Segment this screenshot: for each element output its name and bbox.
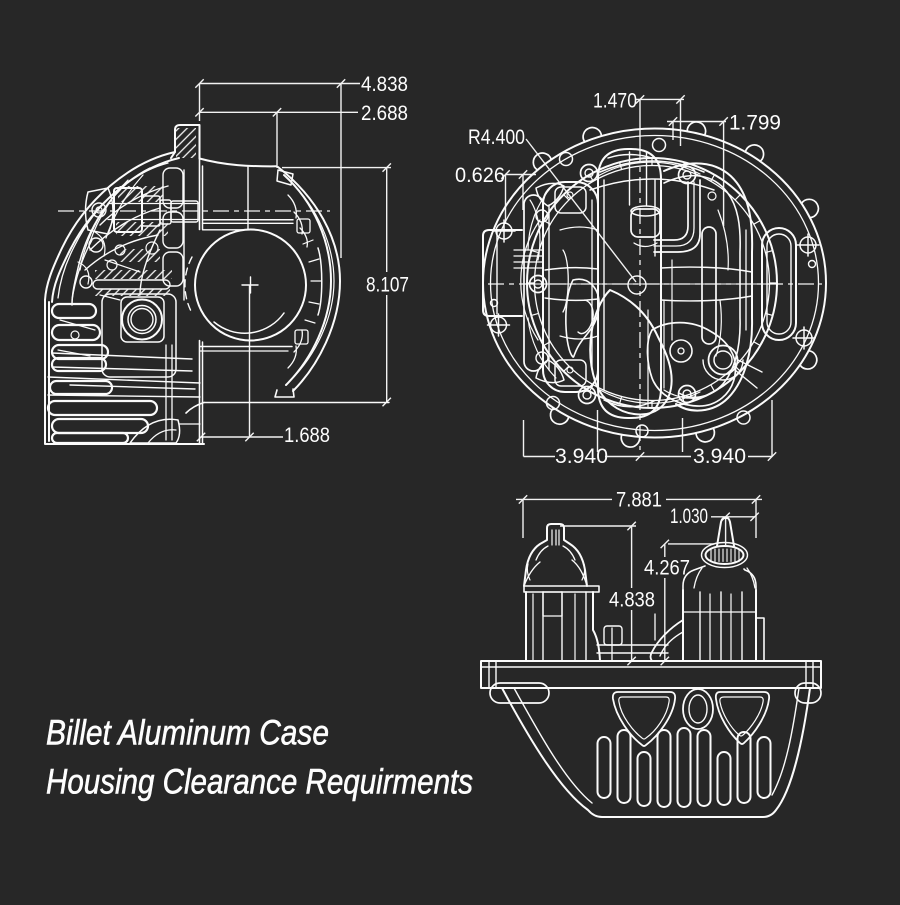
svg-text:0.626: 0.626 <box>455 164 505 187</box>
svg-text:8.107: 8.107 <box>366 274 409 297</box>
svg-text:1.030: 1.030 <box>670 505 708 528</box>
svg-text:Housing Clearance Requirments: Housing Clearance Requirments <box>46 762 473 802</box>
svg-text:4.267: 4.267 <box>644 556 690 579</box>
svg-text:1.799: 1.799 <box>729 112 781 135</box>
svg-text:3.940: 3.940 <box>555 445 608 468</box>
svg-text:4.838: 4.838 <box>609 588 655 611</box>
svg-text:3.940: 3.940 <box>693 445 746 468</box>
svg-text:1.688: 1.688 <box>284 424 330 447</box>
svg-text:1.470: 1.470 <box>593 90 637 113</box>
svg-text:2.688: 2.688 <box>361 102 408 125</box>
svg-text:Billet Aluminum Case: Billet Aluminum Case <box>46 713 329 753</box>
svg-text:4.838: 4.838 <box>361 73 408 96</box>
svg-text:7.881: 7.881 <box>616 489 662 512</box>
svg-text:R4.400: R4.400 <box>468 126 525 149</box>
